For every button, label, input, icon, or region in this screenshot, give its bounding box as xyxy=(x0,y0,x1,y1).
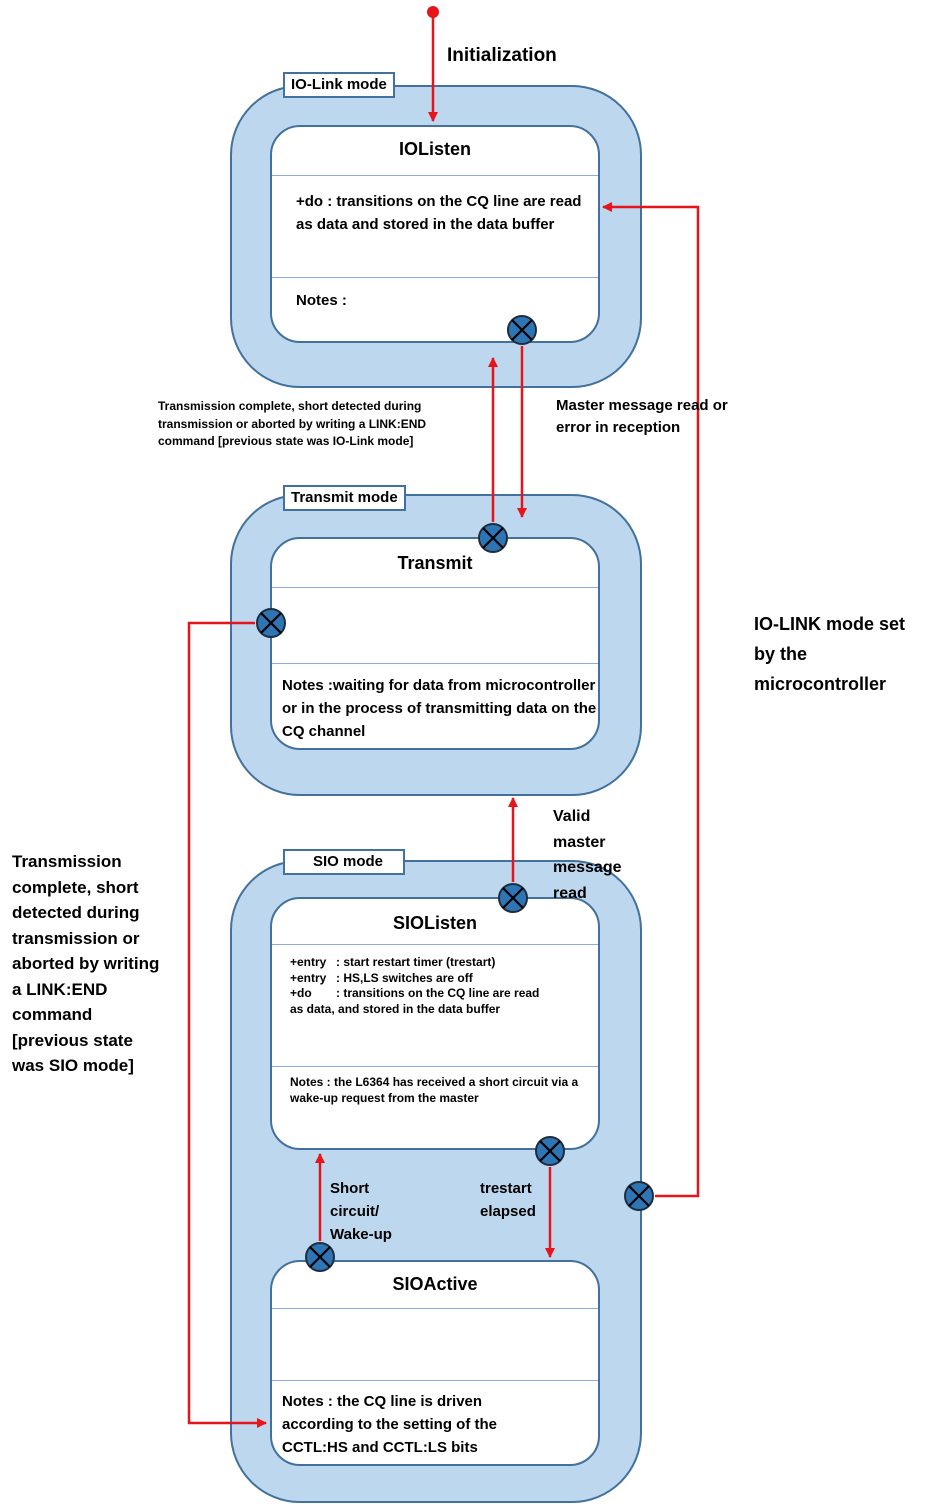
divider xyxy=(272,277,598,278)
state-notes: Notes :waiting for data from microcontro… xyxy=(282,677,597,740)
action-text: : HS,LS switches are off xyxy=(336,970,473,985)
action-line: +entry : start restart timer (trestart) xyxy=(290,955,602,971)
state-title: SIOActive xyxy=(392,1274,478,1294)
action-key: +do xyxy=(290,986,312,1000)
arrow-transmit-to-sioactive xyxy=(187,621,267,1428)
state-transmit: Transmit Notes :waiting for data from mi… xyxy=(270,537,600,750)
state-siolisten: SIOListen +entry : start restart timer (t… xyxy=(270,897,600,1150)
action-text: : transitions on the CQ line are read xyxy=(336,986,540,1000)
exit-point-siolisten-bottom-icon xyxy=(534,1135,566,1167)
divider xyxy=(272,663,598,664)
exit-point-transmit-left-icon xyxy=(255,607,287,639)
action-line: +do : transitions on the CQ line are read xyxy=(290,986,602,1002)
action-key: +entry xyxy=(290,955,327,969)
label-iolink-to-transmit: Master message read or error in receptio… xyxy=(556,397,728,436)
label-sio-to-iolink: IO-LINK mode set by the microcontroller xyxy=(754,614,906,694)
state-notes: Notes : the L6364 has received a short c… xyxy=(290,1075,579,1105)
label-sio-to-transmit: Valid master message read xyxy=(553,808,622,902)
arrow-sio-to-iolink xyxy=(602,202,700,1198)
exit-point-sio-right-icon xyxy=(623,1180,655,1212)
exit-point-sioactive-icon xyxy=(304,1241,336,1273)
exit-point-siolisten-top-icon xyxy=(497,882,529,914)
state-title: Transmit xyxy=(397,553,473,573)
transmit-mode-label: Transmit mode xyxy=(283,485,406,511)
state-notes: Notes : xyxy=(296,292,347,309)
state-actions: +entry : start restart timer (trestart) +… xyxy=(290,955,602,1017)
state-title: SIOListen xyxy=(392,913,477,933)
state-title: IOListen xyxy=(398,139,471,159)
sio-mode-label: SIO mode xyxy=(283,849,405,875)
initialization-label: Initialization xyxy=(447,45,557,66)
divider xyxy=(272,1308,598,1309)
label-siolisten-to-sioactive: trestart elapsed xyxy=(480,1180,536,1220)
state-sioactive: SIOActive Notes : the CQ line is driven … xyxy=(270,1260,600,1466)
action-key: +entry xyxy=(290,970,327,985)
label-transmit-to-sioactive: Transmission complete, short detected du… xyxy=(12,852,160,1075)
action-line: +entry : HS,LS switches are off xyxy=(290,971,602,987)
state-do-text: +do : transitions on the CQ line are rea… xyxy=(296,193,582,233)
iolink-mode-label: IO-Link mode xyxy=(283,72,395,98)
divider xyxy=(272,587,598,588)
label-sioactive-to-siolisten: Short circuit/ Wake-up xyxy=(330,1180,392,1243)
exit-point-transmit-top-icon xyxy=(477,522,509,554)
exit-point-iolisten-icon xyxy=(506,314,538,346)
divider xyxy=(272,175,598,176)
divider xyxy=(272,944,598,945)
initial-state-dot xyxy=(427,6,439,18)
action-line-cont: as data, and stored in the data buffer xyxy=(290,1001,501,1016)
action-text: : start restart timer (trestart) xyxy=(336,955,496,969)
label-transmit-to-iolink: Transmission complete, short detected du… xyxy=(158,399,427,448)
divider xyxy=(272,1066,598,1067)
state-notes: Notes : the CQ line is driven according … xyxy=(282,1393,498,1456)
divider xyxy=(272,1380,598,1381)
state-iolisten: IOListen +do : transitions on the CQ lin… xyxy=(270,125,600,343)
